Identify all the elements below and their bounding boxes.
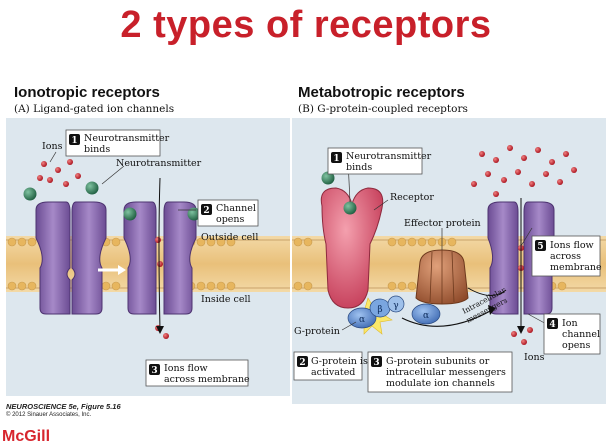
svg-text:across membrane: across membrane bbox=[164, 374, 250, 385]
svg-text:2: 2 bbox=[299, 358, 305, 368]
svg-text:Neurotransmitter: Neurotransmitter bbox=[346, 151, 432, 162]
metabotropic-subheading: (B) G-protein-coupled receptors bbox=[298, 103, 468, 115]
svg-text:channel: channel bbox=[562, 329, 600, 340]
metabotropic-heading: Metabotropic receptors bbox=[298, 84, 465, 101]
figure-credit: NEUROSCIENCE 5e, Figure 5.16 © 2012 Sina… bbox=[6, 402, 121, 420]
svg-text:intracellular messengers: intracellular messengers bbox=[386, 367, 506, 378]
svg-text:3: 3 bbox=[373, 358, 379, 368]
svg-text:activated: activated bbox=[311, 367, 355, 378]
label-inside-cell: Inside cell bbox=[201, 294, 251, 305]
svg-text:α: α bbox=[359, 315, 365, 325]
ionotropic-heading: Ionotropic receptors bbox=[14, 84, 160, 101]
svg-text:Ions flow: Ions flow bbox=[164, 363, 208, 374]
ionotropic-panel: Ions Neurotransmitter Outside cell Insid… bbox=[6, 118, 290, 396]
g-protein-subunits: α β γ α bbox=[347, 295, 441, 329]
svg-text:binds: binds bbox=[346, 162, 372, 173]
svg-text:G-protein is: G-protein is bbox=[311, 356, 368, 367]
svg-text:α: α bbox=[423, 311, 429, 321]
g-protein-coupled-receptor bbox=[320, 187, 384, 309]
closed-ion-channel bbox=[35, 201, 107, 315]
svg-text:2: 2 bbox=[203, 206, 209, 216]
svg-text:Channel: Channel bbox=[216, 203, 256, 214]
svg-text:Neurotransmitter: Neurotransmitter bbox=[84, 133, 170, 144]
svg-text:1: 1 bbox=[71, 136, 77, 146]
right-step-5: 5 Ions flow across membrane bbox=[531, 235, 602, 277]
ions bbox=[471, 145, 577, 345]
svg-text:Ion: Ion bbox=[562, 318, 578, 329]
slide-title: 2 types of receptors bbox=[120, 4, 492, 46]
label-outside-cell: Outside cell bbox=[201, 232, 258, 243]
credit-book: NEUROSCIENCE 5e, Figure 5.16 bbox=[6, 402, 121, 411]
bound-neurotransmitter bbox=[343, 201, 357, 215]
neurotransmitter-molecules bbox=[23, 181, 201, 221]
right-step-1: 1 Neurotransmitter binds bbox=[327, 147, 432, 175]
label-effector-protein: Effector protein bbox=[404, 218, 481, 229]
right-step-3: 3 G-protein subunits or intracellular me… bbox=[367, 351, 513, 393]
label-neurotransmitter: Neurotransmitter bbox=[116, 158, 202, 169]
svg-text:G-protein subunits or: G-protein subunits or bbox=[386, 356, 490, 367]
right-step-2: 2 G-protein is activated bbox=[293, 351, 368, 381]
credit-copyright: © 2012 Sinauer Associates, Inc. bbox=[6, 412, 92, 418]
svg-text:1: 1 bbox=[333, 154, 339, 164]
svg-text:membrane: membrane bbox=[550, 262, 602, 273]
label-ions: Ions bbox=[42, 141, 63, 152]
svg-text:opens: opens bbox=[562, 340, 591, 351]
svg-text:across: across bbox=[550, 251, 581, 262]
label-receptor: Receptor bbox=[390, 192, 434, 203]
svg-text:5: 5 bbox=[537, 242, 543, 252]
svg-text:binds: binds bbox=[84, 144, 110, 155]
svg-text:modulate ion channels: modulate ion channels bbox=[386, 378, 495, 389]
label-g-protein: G-protein bbox=[294, 326, 340, 337]
open-ion-channel bbox=[123, 201, 197, 315]
label-ions: Ions bbox=[524, 352, 545, 363]
svg-text:Ions flow: Ions flow bbox=[550, 240, 594, 251]
svg-text:γ: γ bbox=[393, 301, 398, 311]
svg-text:3: 3 bbox=[151, 366, 157, 376]
right-step-4: 4 Ion channel opens bbox=[543, 313, 601, 355]
svg-text:4: 4 bbox=[549, 320, 555, 330]
left-step-3: 3 Ions flow across membrane bbox=[145, 359, 250, 387]
mcgill-logo: McGill bbox=[2, 428, 51, 445]
left-step-1: 1 Neurotransmitter binds bbox=[65, 129, 170, 157]
left-step-2: 2 Channel opens bbox=[197, 199, 259, 227]
metabotropic-panel: α β γ α Intracellular messengers Recepto… bbox=[292, 118, 606, 404]
neurotransmitter-molecule bbox=[321, 171, 335, 185]
svg-text:β: β bbox=[377, 305, 382, 315]
ionotropic-subheading: (A) Ligand-gated ion channels bbox=[14, 103, 175, 115]
messenger-arrow bbox=[401, 309, 493, 327]
svg-text:opens: opens bbox=[216, 214, 245, 225]
